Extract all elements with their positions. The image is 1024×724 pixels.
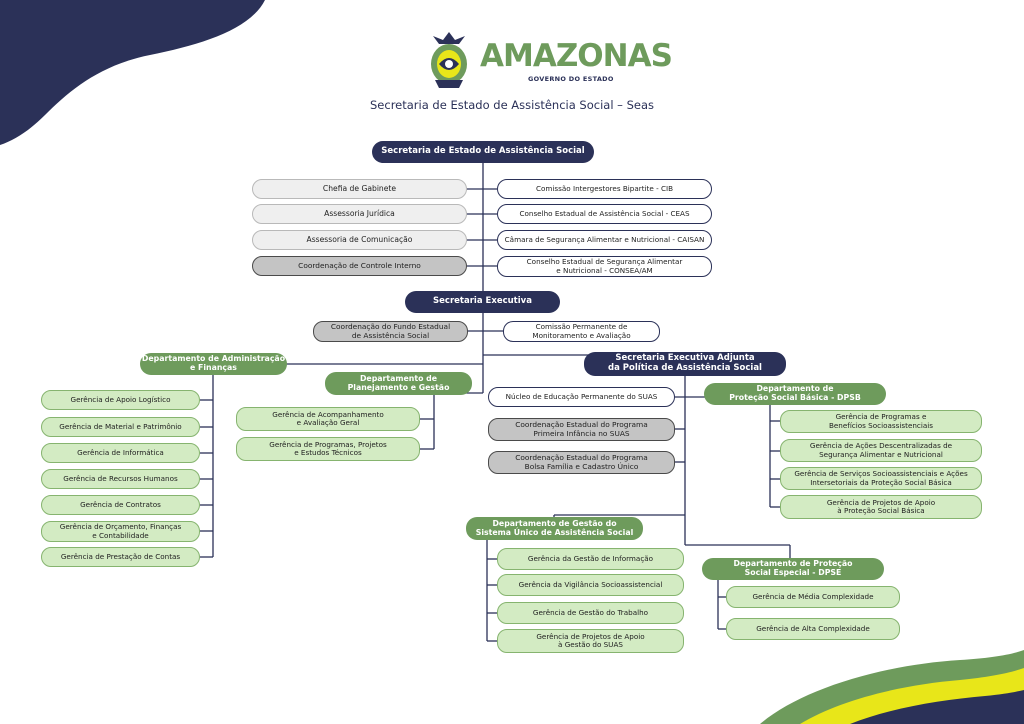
node-nucleo-educacao: Núcleo de Educação Permanente do SUAS: [488, 387, 675, 407]
node-suas-gerencia: Gerência de Gestão do Trabalho: [497, 602, 684, 624]
node-admin-gerencia: Gerência de Apoio Logístico: [41, 390, 200, 410]
node-admin-gerencia: Gerência de Orçamento, Finanças e Contab…: [41, 521, 200, 542]
node-suas-gerencia: Gerência da Gestão de Informação: [497, 548, 684, 570]
page-title: Secretaria de Estado de Assistência Soci…: [370, 98, 654, 112]
node-pse-gerencia: Gerência de Alta Complexidade: [726, 618, 900, 640]
node-psb-gerencia: Gerência de Serviços Socioassistenciais …: [780, 467, 982, 490]
node-secretaria-adjunta: Secretaria Executiva Adjunta da Política…: [584, 352, 786, 376]
node-ceas: Conselho Estadual de Assistência Social …: [497, 204, 712, 224]
node-cib: Comissão Intergestores Bipartite - CIB: [497, 179, 712, 199]
node-psb-gerencia: Gerência de Ações Descentralizadas de Se…: [780, 439, 982, 462]
node-secretaria-executiva: Secretaria Executiva: [405, 291, 560, 313]
logo-title: AMAZONAS: [480, 38, 673, 74]
node-admin-gerencia: Gerência de Contratos: [41, 495, 200, 515]
node-comissao-permanente: Comissão Permanente de Monitoramento e A…: [503, 321, 660, 342]
node-controle-interno: Coordenação de Controle Interno: [252, 256, 467, 276]
node-admin-gerencia: Gerência de Prestação de Contas: [41, 547, 200, 567]
amazonas-coat-of-arms-icon: [431, 32, 467, 88]
top-left-wave: [0, 0, 265, 145]
node-admin-gerencia: Gerência de Material e Patrimônio: [41, 417, 200, 437]
node-consea: Conselho Estadual de Segurança Alimentar…: [497, 256, 712, 277]
node-dep-suas: Departamento de Gestão do Sistema Único …: [466, 517, 643, 540]
node-caisan: Câmara de Segurança Alimentar e Nutricio…: [497, 230, 712, 250]
node-seas: Secretaria de Estado de Assistência Soci…: [372, 141, 594, 163]
node-dep-pse: Departamento de Proteção Social Especial…: [702, 558, 884, 580]
node-dep-psb: Departamento de Proteção Social Básica -…: [704, 383, 886, 405]
node-dep-planejamento: Departamento de Planejamento e Gestão: [325, 372, 472, 395]
node-pse-gerencia: Gerência de Média Complexidade: [726, 586, 900, 608]
node-psb-gerencia: Gerência de Programas e Benefícios Socio…: [780, 410, 982, 433]
node-dep-administracao: Departamento de Administração e Finanças: [140, 353, 287, 375]
node-suas-gerencia: Gerência da Vigilância Socioassistencial: [497, 574, 684, 596]
node-planejamento-gerencia: Gerência de Acompanhamento e Avaliação G…: [236, 407, 420, 431]
node-fundo-estadual: Coordenação do Fundo Estadual de Assistê…: [313, 321, 468, 342]
logo-subtitle: GOVERNO DO ESTADO: [528, 75, 614, 83]
node-chefia-gabinete: Chefia de Gabinete: [252, 179, 467, 199]
node-admin-gerencia: Gerência de Informática: [41, 443, 200, 463]
node-planejamento-gerencia: Gerência de Programas, Projetos e Estudo…: [236, 437, 420, 461]
bottom-right-wave-navy: [850, 690, 1024, 724]
node-assessoria-juridica: Assessoria Jurídica: [252, 204, 467, 224]
node-psb-gerencia: Gerência de Projetos de Apoio à Proteção…: [780, 495, 982, 519]
node-suas-gerencia: Gerência de Projetos de Apoio à Gestão d…: [497, 629, 684, 653]
node-admin-gerencia: Gerência de Recursos Humanos: [41, 469, 200, 489]
node-bolsa-familia: Coordenação Estadual do Programa Bolsa F…: [488, 451, 675, 474]
node-primeira-infancia: Coordenação Estadual do Programa Primeir…: [488, 418, 675, 441]
node-assessoria-comunicacao: Assessoria de Comunicação: [252, 230, 467, 250]
